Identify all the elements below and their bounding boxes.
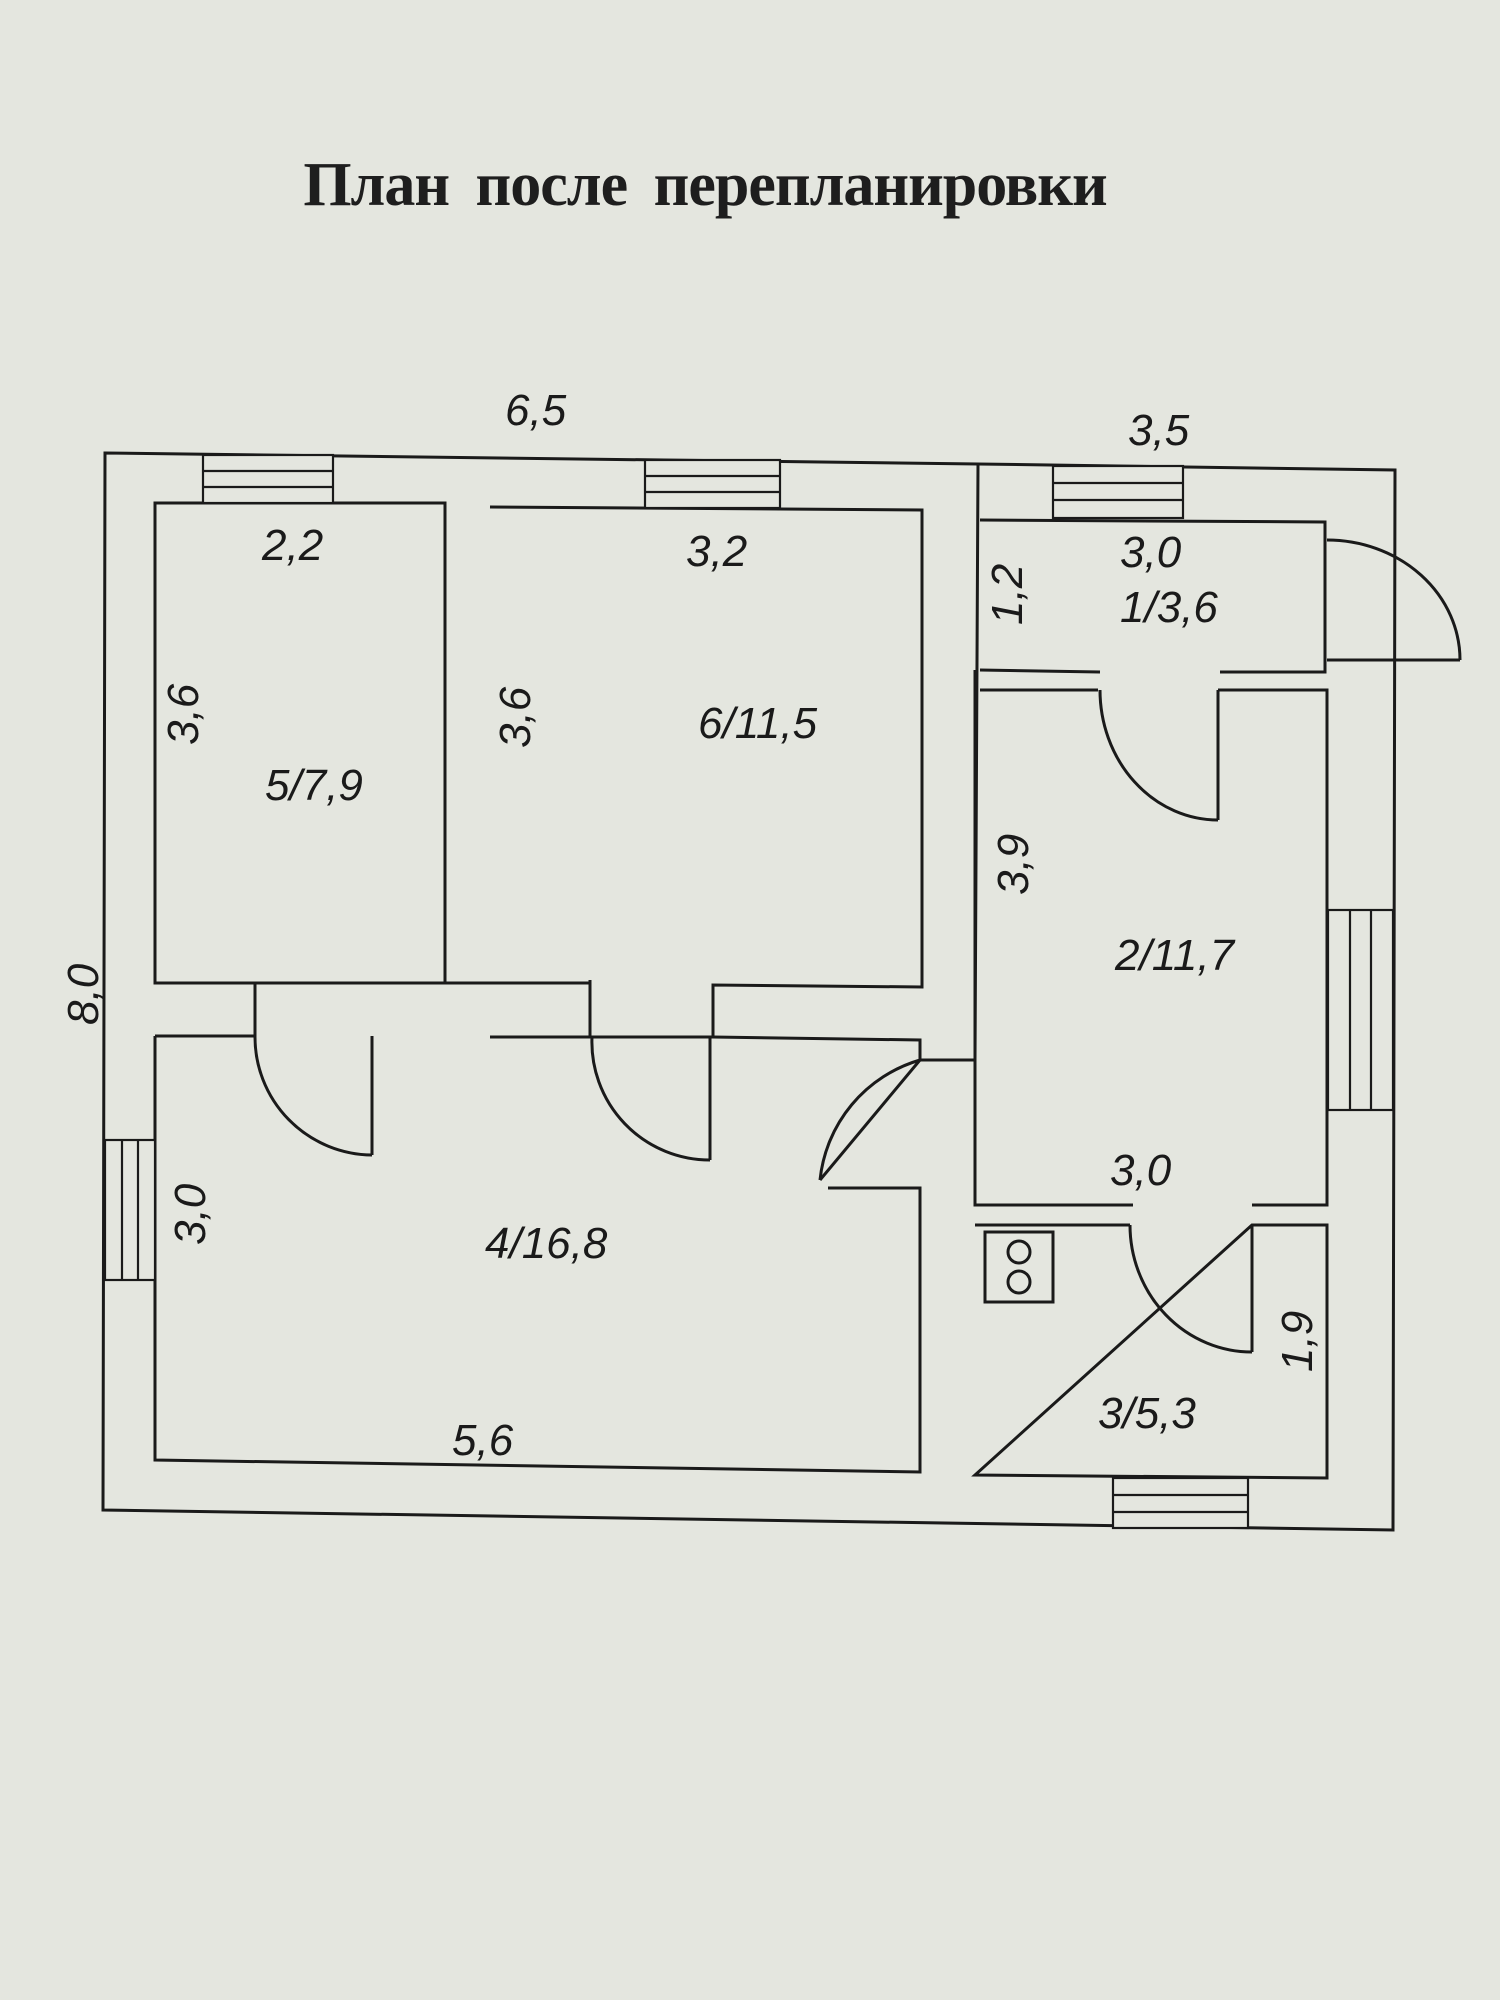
room1-outline: [979, 518, 1327, 674]
window-left: [103, 1138, 157, 1282]
room-label-5: 5/7,9: [265, 761, 363, 810]
doors: [253, 538, 1462, 1354]
stove-icon: [983, 1230, 1055, 1304]
dim-room5-height: 3,6: [159, 683, 208, 745]
room5-bottom-wall: [155, 981, 590, 1036]
dim-room6-width: 3,2: [686, 527, 747, 576]
room6-outline: [489, 505, 924, 1039]
dim-room5-width: 2,2: [261, 521, 323, 570]
door-swing-room3: [1128, 1224, 1253, 1354]
room4-outline: [153, 1036, 922, 1474]
door-swing-room5: [253, 1035, 373, 1157]
window-right: [1326, 908, 1395, 1112]
outer-walls: [101, 451, 1397, 1532]
hall-wall: [712, 463, 980, 1062]
door-swing-entrance: [1326, 538, 1462, 661]
dim-room2-height: 3,9: [989, 834, 1038, 895]
room-label-3: 3/5,3: [1098, 1389, 1196, 1438]
dim-room4-width: 5,6: [452, 1416, 514, 1465]
page-title: План после перепланировки: [303, 151, 1107, 219]
window-bottom: [1111, 1476, 1250, 1530]
dim-room6-height: 3,6: [491, 686, 540, 748]
window-top-left: [201, 453, 335, 505]
room-label-1: 1/3,6: [1120, 583, 1218, 632]
dim-total-height: 8,0: [59, 963, 108, 1025]
window-top-right: [1051, 464, 1185, 520]
dim-total-width-left: 6,5: [505, 386, 567, 435]
room-label-2: 2/11,7: [1114, 931, 1236, 980]
windows: [103, 453, 1395, 1530]
door-leaf-hall: [818, 1059, 922, 1181]
room-label-4: 4/16,8: [485, 1219, 608, 1268]
dim-room3-height: 1,9: [1273, 1311, 1322, 1372]
dim-room1-height: 1,2: [983, 564, 1032, 625]
dim-total-width-right: 3,5: [1128, 406, 1190, 455]
door-swing-hall: [818, 1058, 921, 1181]
dim-room4-height: 3,0: [166, 1183, 215, 1245]
window-top-middle: [643, 458, 782, 510]
dim-room1-width: 3,0: [1120, 528, 1182, 577]
door-swing-room6: [590, 1036, 711, 1162]
room-label-6: 6/11,5: [698, 699, 818, 748]
door-swing-room1: [1098, 689, 1219, 822]
room3-outline: [971, 1223, 1329, 1480]
dim-room3-width: 3,0: [1110, 1146, 1172, 1195]
